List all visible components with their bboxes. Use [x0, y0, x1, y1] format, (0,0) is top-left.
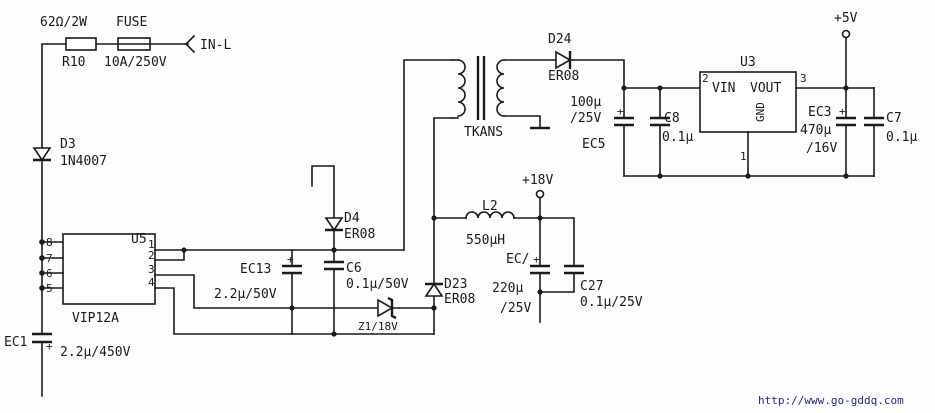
u5-pin-label-7: 7: [46, 252, 53, 265]
label-d23-name: D23: [444, 277, 467, 292]
label-input: IN-L: [200, 38, 231, 53]
input-wire-left: [41, 43, 67, 149]
u5-pin3: [154, 274, 293, 309]
label-ec-value1: 220μ: [492, 281, 523, 296]
wire-d23-to-transformer: [433, 117, 453, 285]
u5-pin-label-8: 8: [46, 236, 53, 249]
ic-u5: [62, 233, 156, 305]
label-u3-gnd: GND: [754, 102, 767, 122]
diode-d3: [32, 147, 52, 162]
label-ec3-value1: 470μ: [800, 123, 831, 138]
label-transformer: TKANS: [464, 125, 503, 140]
label-d4-part: ER08: [344, 227, 375, 242]
secondary-bottom-lead: [503, 115, 541, 129]
wire-pin1-ec13: [183, 249, 293, 267]
u5-pin-label-6: 6: [46, 267, 53, 280]
label-c8-value: 0.1μ: [662, 130, 693, 145]
label-c27-value: 0.1μ/25V: [580, 295, 643, 310]
label-r10-name: R10: [62, 55, 85, 70]
label-u3-name: U3: [740, 55, 756, 70]
input-connector: [184, 34, 196, 54]
label-d3-part: 1N4007: [60, 154, 107, 169]
ic-u3: [699, 71, 797, 133]
wire-d3-u5: [41, 159, 64, 243]
source-url: http://www.go-gddq.com: [758, 394, 904, 407]
node-c8-bottom: [657, 173, 663, 179]
label-c27-name: C27: [580, 279, 603, 294]
label-d24-part: ER08: [548, 69, 579, 84]
label-plus5v: +5V: [834, 11, 858, 26]
label-d24-name: D24: [548, 32, 572, 47]
terminal-5v: [841, 29, 851, 39]
label-c6-value: 0.1μ/50V: [346, 277, 409, 292]
label-ec13-value: 2.2μ/50V: [214, 287, 277, 302]
label-l2-value: 550μH: [466, 233, 505, 248]
label-u3-vout: VOUT: [750, 81, 781, 96]
resistor-r10: [65, 37, 97, 51]
u3-pin-out: 3: [800, 72, 807, 85]
diode-d4: [324, 217, 344, 232]
svg-text:+: +: [839, 105, 846, 118]
label-l2-name: L2: [482, 199, 498, 214]
u3-pin-gnd: 1: [740, 150, 747, 163]
svg-text:+: +: [533, 253, 540, 266]
label-ec1-value: 2.2μ/450V: [60, 345, 131, 360]
label-d23-part: ER08: [444, 292, 475, 307]
wire-to-transformer-primary: [333, 59, 453, 251]
label-ec5-name: EC5: [582, 137, 605, 152]
label-d3-name: D3: [60, 137, 76, 152]
label-ec-value2: /25V: [500, 301, 531, 316]
label-c6-name: C6: [346, 261, 362, 276]
diode-d24: [555, 50, 572, 70]
zener-z1: [377, 298, 394, 318]
label-ec13-name: EC13: [240, 262, 271, 277]
label-fuse-name: FUSE: [116, 15, 147, 30]
label-ec1-name: EC1: [4, 335, 27, 350]
u5-pin4: [154, 287, 293, 335]
u5-pin-label-4: 4: [148, 276, 155, 289]
wire-d4-top: [311, 165, 335, 219]
node-pin7: [39, 255, 45, 261]
node-pin8: [39, 239, 45, 245]
label-z1: Z1/18V: [358, 320, 398, 333]
inductor-l2: [465, 211, 515, 219]
wire-c27-bottom: [539, 272, 575, 293]
label-ec3-value2: /16V: [806, 141, 837, 156]
label-c7-value: 0.1μ: [886, 130, 917, 145]
u3-pin-in: 2: [702, 72, 709, 85]
label-plus18v: +18V: [522, 173, 553, 188]
terminal-18v: [535, 189, 545, 199]
label-ec3-name: EC3: [808, 105, 831, 120]
svg-text:+: +: [46, 340, 53, 353]
svg-text:+: +: [617, 105, 624, 118]
transformer-secondary: [496, 59, 505, 117]
label-c7-name: C7: [886, 111, 902, 126]
label-r10-value: 62Ω/2W: [40, 15, 87, 30]
u5-pin-label-1: 1: [148, 238, 155, 251]
wire-l2-right: [513, 217, 575, 267]
label-ec5-value2: /25V: [570, 111, 601, 126]
u5-pin-label-5: 5: [46, 282, 53, 295]
label-c8-name: C8: [664, 111, 680, 126]
u5-pin2: [154, 249, 185, 261]
label-d4-name: D4: [344, 211, 360, 226]
transformer-primary: [457, 59, 466, 117]
u5-pin-label-2: 2: [148, 249, 155, 262]
label-ec-name: EC/: [506, 252, 529, 267]
svg-text:+: +: [287, 253, 294, 266]
diode-d23: [424, 282, 444, 297]
label-u5-name: U5: [131, 232, 147, 247]
label-u5-part: VIP12A: [72, 311, 119, 326]
label-fuse-value: 10A/250V: [104, 55, 167, 70]
label-u3-vin: VIN: [712, 81, 735, 96]
node-pin6: [39, 270, 45, 276]
label-ec5-value1: 100μ: [570, 95, 601, 110]
u5-pin-label-3: 3: [148, 263, 155, 276]
wire-d24-u3: [569, 59, 701, 89]
